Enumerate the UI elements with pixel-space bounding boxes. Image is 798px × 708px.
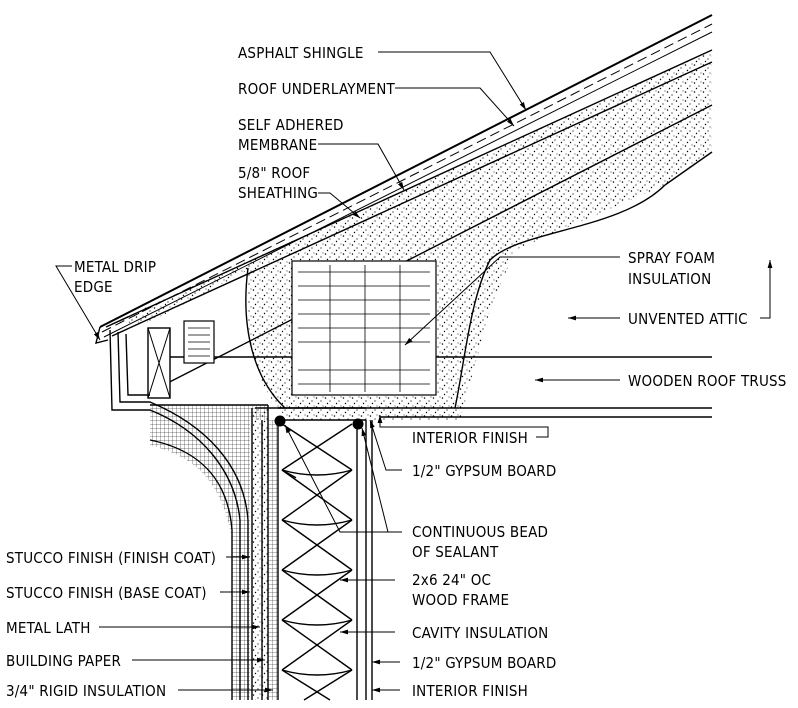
label-wood-frame-2: WOOD FRAME xyxy=(412,591,509,609)
label-stucco-finish: STUCCO FINISH (FINISH COAT) xyxy=(6,549,216,567)
label-cavity-insulation: CAVITY INSULATION xyxy=(412,624,548,642)
label-interior-finish-top: INTERIOR FINISH xyxy=(412,429,528,447)
label-roof-underlayment: ROOF UNDERLAYMENT xyxy=(238,80,396,98)
foam-block-hatch xyxy=(298,265,430,392)
roof-sheathing-bottom xyxy=(111,61,713,337)
label-self-adhered-1: SELF ADHERED xyxy=(238,116,344,134)
cornice xyxy=(109,329,268,700)
label-building-paper: BUILDING PAPER xyxy=(6,652,121,670)
wall-assembly xyxy=(251,405,373,701)
label-metal-lath: METAL LATH xyxy=(6,619,91,637)
label-spray-foam-2: INSULATION xyxy=(628,270,711,288)
cornice-outline-1 xyxy=(109,329,241,700)
cavity-insulation-batts xyxy=(281,423,353,701)
label-self-adhered-2: MEMBRANE xyxy=(238,136,317,154)
spray-foam-fill xyxy=(112,50,712,420)
cornice-outline-2 xyxy=(117,331,249,700)
label-rigid-insulation: 3/4" RIGID INSULATION xyxy=(6,682,166,700)
label-stucco-base: STUCCO FINISH (BASE COAT) xyxy=(6,584,207,602)
label-sealant-2: OF SEALANT xyxy=(412,543,499,561)
label-gypsum-top: 1/2" GYPSUM BOARD xyxy=(412,462,556,480)
label-drip-edge-1: METAL DRIP xyxy=(74,258,156,276)
spray-foam-edge-left xyxy=(245,267,286,409)
roof-sheathing-top xyxy=(105,49,713,328)
label-wood-frame-1: 2x6 24" OC xyxy=(412,571,491,589)
label-gypsum-bottom: 1/2" GYPSUM BOARD xyxy=(412,654,556,672)
truss-top-chord xyxy=(149,104,713,393)
label-wooden-roof-truss: WOODEN ROOF TRUSS xyxy=(628,372,787,390)
asphalt-shingle-line xyxy=(99,14,713,328)
sealant-bead-left xyxy=(274,415,286,427)
label-asphalt-shingle: ASPHALT SHINGLE xyxy=(238,44,364,62)
roof-assembly xyxy=(95,14,713,420)
label-interior-finish-bottom: INTERIOR FINISH xyxy=(412,682,528,700)
label-spray-foam-1: SPRAY FOAM xyxy=(628,249,715,267)
label-sealant-1: CONTINUOUS BEAD xyxy=(412,523,548,541)
label-unvented-attic: UNVENTED ATTIC xyxy=(628,310,748,328)
label-sheathing-2: SHEATHING xyxy=(238,184,318,202)
label-sheathing-1: 5/8" ROOF xyxy=(238,164,310,182)
label-drip-edge-2: EDGE xyxy=(74,278,113,296)
underlayment-line xyxy=(101,23,713,333)
leader-lines xyxy=(55,51,773,693)
callout-labels: ASPHALT SHINGLE ROOF UNDERLAYMENT SELF A… xyxy=(6,44,787,700)
sealant-bead-right xyxy=(352,418,364,430)
